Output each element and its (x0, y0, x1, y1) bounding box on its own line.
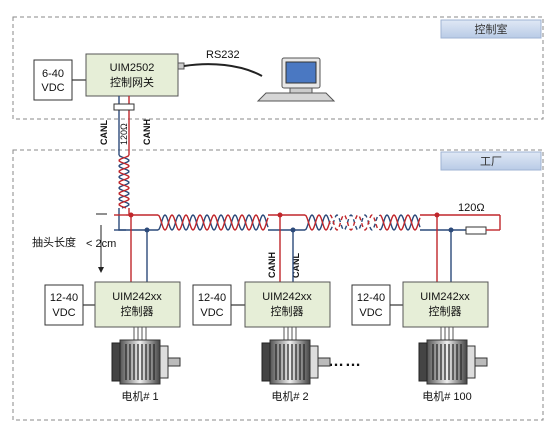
twisted-pair-segment (304, 214, 331, 231)
stub-length-label: 抽头长度 (32, 235, 76, 249)
rs232-cable (183, 63, 263, 77)
gateway-rs232-port (177, 62, 185, 70)
motor-flange (159, 345, 169, 379)
control-room-region: 控制室 (12, 16, 544, 120)
motor-icon-3 (418, 327, 488, 385)
vertical-twisted-pair (118, 154, 131, 231)
gateway-power-line1: 6-40 (42, 68, 64, 80)
motor-flange (466, 345, 476, 379)
twisted-pair-segment (379, 214, 421, 231)
node-3-motor-label: 电机# 100 (422, 389, 472, 403)
vertical-twist-end (118, 208, 126, 231)
vertical-twist-strand (118, 154, 130, 209)
twisted-pair-segment (329, 214, 381, 231)
node-3-power-box (351, 284, 391, 326)
motor-end-cap (111, 342, 121, 382)
node-2-power-box (192, 284, 232, 326)
node-2-controller (244, 281, 331, 328)
motor-shaft (317, 357, 331, 367)
twisted-pair-segment (304, 214, 331, 231)
vertical-twist-strand (118, 154, 130, 209)
node-1-motor-label: 电机# 1 (121, 389, 158, 403)
stub-canh-label: CANH (267, 252, 277, 278)
node-1-desc: 控制器 (121, 304, 154, 318)
node-1-controller (94, 281, 181, 328)
node-2-desc: 控制器 (271, 304, 304, 318)
node-2-power-line2: VDC (200, 307, 223, 319)
gateway-canh-label: CANH (142, 119, 152, 145)
motor-shaft (167, 357, 181, 367)
node-2: 12-40 VDC UIM242xx 控制器 电机# 2 (192, 212, 331, 403)
twisted-pair-segment (329, 214, 381, 231)
node-1-power-line1: 12-40 (50, 292, 78, 304)
control-room-label: 控制室 (475, 22, 508, 36)
pc-icon (256, 57, 336, 102)
node-1: 12-40 VDC UIM242xx 控制器 电机# 1 (44, 212, 181, 403)
control-room-tab (440, 19, 542, 39)
twisted-pair-segment (157, 214, 269, 231)
factory-label: 工厂 (480, 156, 502, 168)
motor-icon-2 (261, 327, 331, 385)
node-2-model: UIM242xx (262, 291, 312, 303)
node-1-power-line2: VDC (52, 307, 75, 319)
node-3-model: UIM242xx (420, 291, 470, 303)
node-1-model: UIM242xx (112, 291, 162, 303)
node-1-power-box (44, 284, 84, 326)
gateway-canl-label: CANL (99, 120, 109, 145)
stub-length-value: < 2cm (86, 238, 116, 250)
factory-region: 工厂 (12, 149, 544, 421)
node-3-controller (402, 281, 489, 328)
more-nodes-ellipsis: …… (328, 353, 362, 370)
gateway-name: UIM2502 (110, 62, 155, 74)
horizontal-twisted-pair (126, 214, 437, 231)
motor-icon-1 (111, 327, 181, 385)
gateway-module: UIM2502 控制网关 (85, 53, 185, 97)
node-2-power-line1: 12-40 (198, 292, 226, 304)
rs232-label: RS232 (206, 49, 240, 61)
factory-border (12, 149, 544, 421)
gateway-resistor (113, 103, 135, 111)
node-2-motor-label: 电机# 2 (271, 389, 308, 403)
factory-tab (440, 151, 542, 171)
motor-body (119, 339, 161, 385)
gateway-power-line2: VDC (41, 82, 64, 94)
can-bus (114, 214, 126, 231)
twisted-pair-segment (379, 214, 421, 231)
motor-end-cap (261, 342, 271, 382)
motor-end-cap (418, 342, 428, 382)
motor-flange (309, 345, 319, 379)
gateway-power-box: 6-40 VDC (33, 59, 73, 101)
node-3-power-line1: 12-40 (357, 292, 385, 304)
control-room-border (12, 16, 544, 120)
motor-body (426, 339, 468, 385)
stub-canl-label: CANL (291, 253, 301, 278)
bus-terminator-label: 120Ω (458, 202, 485, 214)
gateway-resistor-label: 120Ω (119, 123, 129, 145)
twisted-pair-segment (157, 214, 269, 231)
gateway-desc: 控制网关 (110, 75, 154, 89)
motors (111, 327, 488, 385)
node-3-power-line2: VDC (359, 307, 382, 319)
bus-terminator-resistor (465, 226, 487, 235)
node-3-desc: 控制器 (429, 304, 462, 318)
node-3: 12-40 VDC UIM242xx 控制器 电机# 100 (351, 212, 489, 403)
motor-shaft (474, 357, 488, 367)
